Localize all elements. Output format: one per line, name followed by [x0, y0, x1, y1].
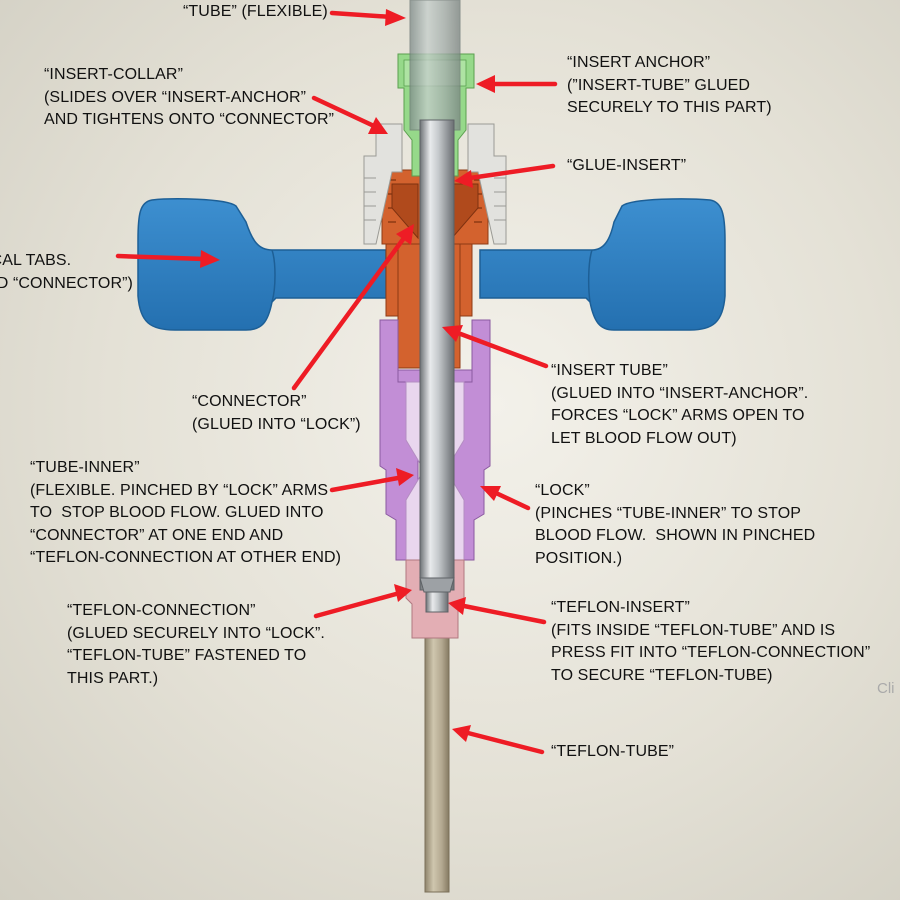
label-insert-collar: “INSERT-COLLAR” (SLIDES OVER “INSERT-ANC…	[44, 66, 335, 128]
left-tab-ridge	[271, 249, 276, 303]
arrow-tabs	[115, 250, 220, 268]
right-tab	[479, 198, 726, 331]
arrow-glue-insert	[454, 163, 556, 188]
right-tab-ridge	[587, 249, 593, 303]
label-lock: “LOCK” (PINCHES “TUBE-INNER” TO STOP BLO…	[535, 482, 816, 567]
label-tabs: ICAL TABS. ED “CONNECTOR”)	[0, 252, 133, 292]
label-connector: “CONNECTOR” (GLUED INTO “LOCK”)	[192, 393, 361, 433]
tube	[409, 0, 461, 131]
label-insert-tube: “INSERT TUBE” (GLUED INTO “INSERT-ANCHOR…	[551, 362, 809, 447]
left-tab	[137, 198, 387, 331]
arrow-connector	[291, 224, 414, 391]
insert-tube	[419, 119, 455, 591]
label-teflon-connection: “TEFLON-CONNECTION” (GLUED SECURELY INTO…	[67, 602, 325, 687]
teflon-tube	[424, 637, 450, 893]
label-glue-insert: “GLUE-INSERT”	[567, 157, 687, 174]
arrow-insert-collar	[311, 95, 388, 134]
arrow-teflon-tube	[452, 725, 545, 755]
arrow-teflon-connection	[313, 584, 412, 619]
clip-hint-text: Cli	[877, 680, 895, 697]
tabs	[137, 198, 726, 331]
label-teflon-tube: “TEFLON-TUBE”	[551, 743, 675, 760]
arrow-tube-inner	[329, 468, 414, 493]
arrow-insert-anchor	[476, 75, 558, 93]
label-insert-anchor: “INSERT ANCHOR” (”INSERT-TUBE” GLUED SEC…	[567, 54, 772, 116]
insert-collar	[363, 123, 507, 245]
arrow-teflon-insert	[448, 597, 547, 625]
insert-tube-tip	[419, 577, 455, 593]
label-teflon-insert: “TEFLON-INSERT” (FITS INSIDE “TEFLON-TUB…	[551, 599, 871, 684]
label-tube: “TUBE” (FLEXIBLE)	[183, 3, 328, 20]
label-tube-inner: “TUBE-INNER” (FLEXIBLE. PINCHED BY “LOCK…	[30, 459, 342, 566]
arrow-tube	[329, 9, 406, 26]
arrow-insert-tube	[442, 325, 549, 369]
arrow-lock	[480, 486, 531, 511]
